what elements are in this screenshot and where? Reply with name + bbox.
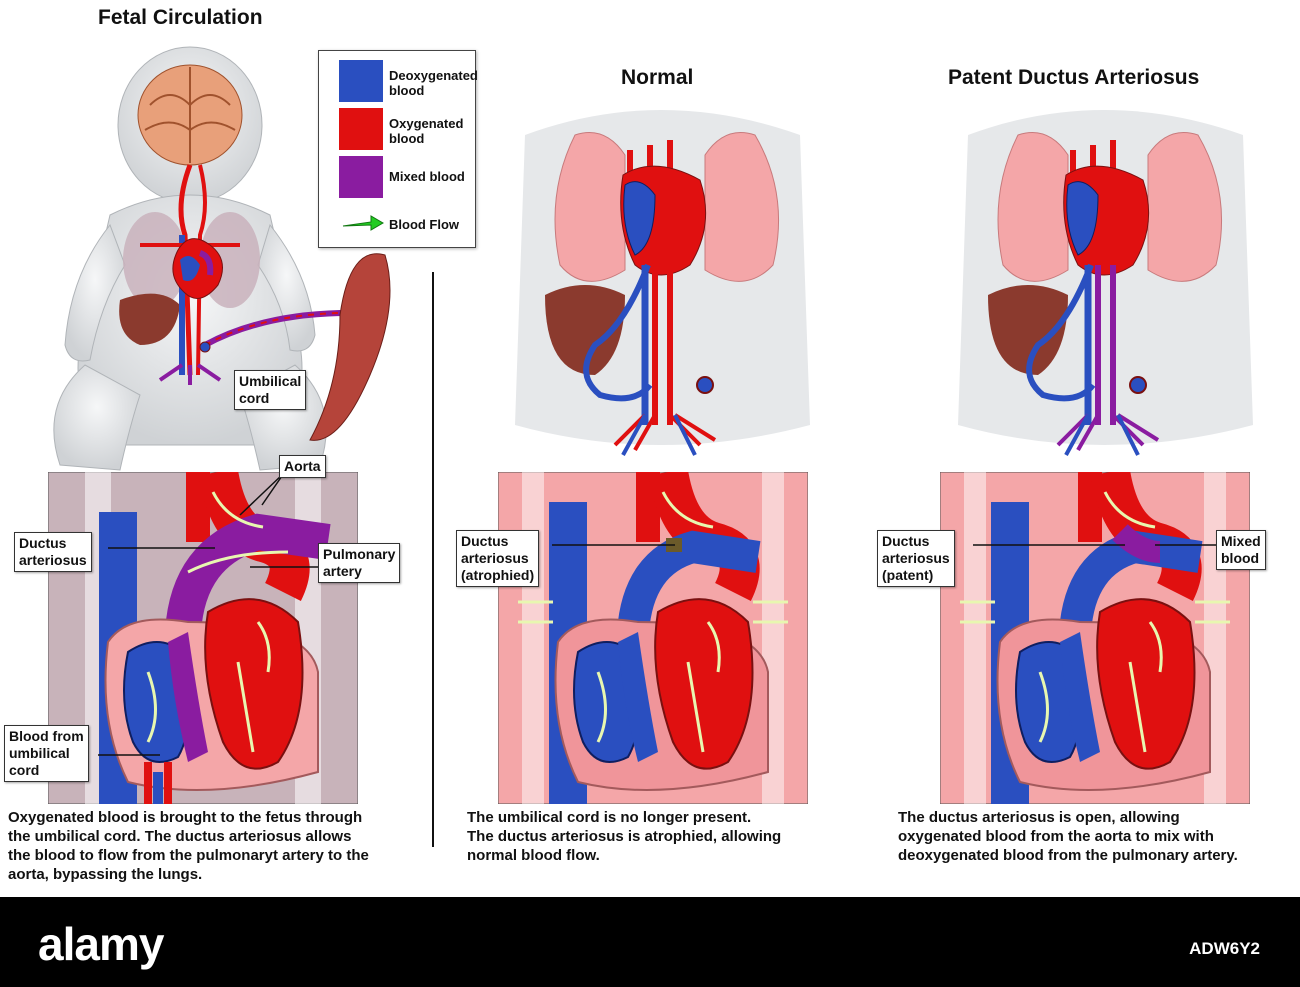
deoxygenated-swatch [339, 60, 383, 102]
blood-flow-label: Blood Flow [389, 217, 460, 232]
footer-bar: alamy ADW6Y2 [0, 897, 1300, 987]
image-reference: ADW6Y2 [1189, 939, 1260, 958]
blood-flow-arrow-icon [342, 215, 384, 231]
pda-heart-closeup [940, 472, 1250, 804]
mixed-label: Mixed blood [389, 169, 465, 184]
callout-leader-lines [98, 472, 1216, 756]
fetal-title: Fetal Circulation [98, 6, 263, 29]
mixed-swatch [339, 156, 383, 198]
section-divider [432, 272, 434, 847]
oxygenated-swatch [339, 108, 383, 150]
alamy-logo: alamy [38, 918, 164, 970]
pda-body-illustration [958, 110, 1253, 456]
fetal-body-illustration [53, 46, 391, 471]
aorta-callout: Aorta [279, 455, 326, 478]
normal-caption: The umbilical cord is no longer present.… [467, 809, 782, 864]
normal-body-illustration [515, 110, 810, 456]
pda-title: Patent Ductus Arteriosus [948, 66, 1200, 89]
fetal-heart-closeup [48, 472, 358, 804]
fetal-caption: Oxygenated blood is brought to the fetus… [8, 809, 369, 883]
normal-heart-closeup [498, 472, 808, 804]
normal-title: Normal [621, 66, 694, 89]
